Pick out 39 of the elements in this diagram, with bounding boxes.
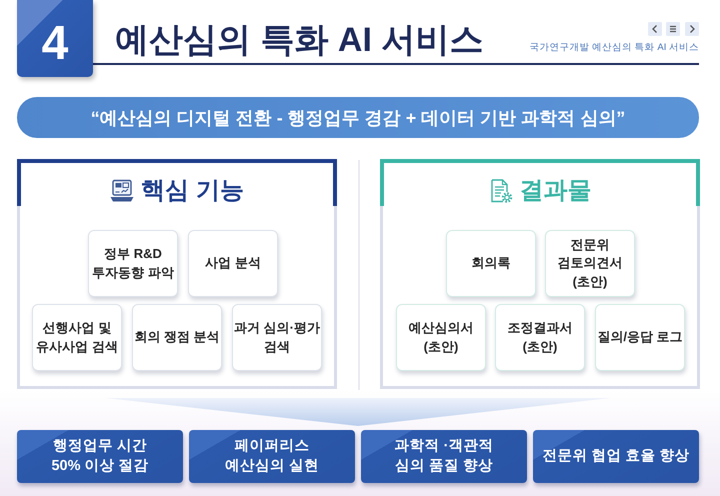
outcome-text: 페이퍼리스 예산심의 실현 [224,436,320,476]
outcome-text: 행정업무 시간 50% 이상 절감 [50,436,150,476]
section-panel [380,159,700,389]
card-text: 조정결과서 (초안) [506,319,574,356]
outcome-text: 전문위 협업 효율 향상 [542,446,690,466]
banner-pill [17,97,699,138]
output-card [446,230,536,297]
badge-number: 4 [42,20,68,68]
card-text: 회의록 [472,254,510,272]
card-text: 과거 심의·평가 검색 [233,319,321,356]
output-card [595,304,685,371]
header-subtitle: 국가연구개발 예산심의 특화 AI 서비스 [529,42,699,54]
number-badge [17,0,93,77]
feature-card [88,230,178,297]
card-text: 질의/응답 로그 [597,328,683,346]
card-text: 정부 R&D 투자동향 파악 [91,245,175,282]
card-text: 예산심의서 (초안) [408,319,474,356]
outcome-box [189,430,355,483]
feature-card [132,304,222,371]
output-card [495,304,585,371]
feature-card [32,304,122,371]
output-card [396,304,486,371]
outcome-text: 과학적 ·객관적 심의 품질 향상 [394,436,494,476]
outcome-box [533,430,699,483]
panel-heading: 결과물 [520,176,592,204]
feature-card [232,304,322,371]
outcome-box [361,430,527,483]
outcome-box [17,430,183,483]
feature-card [188,230,278,297]
funnel-triangle [105,398,611,426]
banner-text: “예산심의 디지털 전환 - 행정업무 경감 + 데이터 기반 과학적 심의” [90,106,626,130]
card-text: 회의 쟁점 분석 [134,328,220,346]
output-card [545,230,635,297]
card-text: 사업 분석 [205,254,261,272]
panel-heading: 핵심 기능 [141,176,244,204]
section-panel [17,159,337,389]
card-text: 선행사업 및 유사사업 검색 [35,319,119,356]
slide-title: 예산심의 특화 AI 서비스 [115,20,484,61]
card-text: 전문위 검토의견서 (초안) [556,236,624,291]
